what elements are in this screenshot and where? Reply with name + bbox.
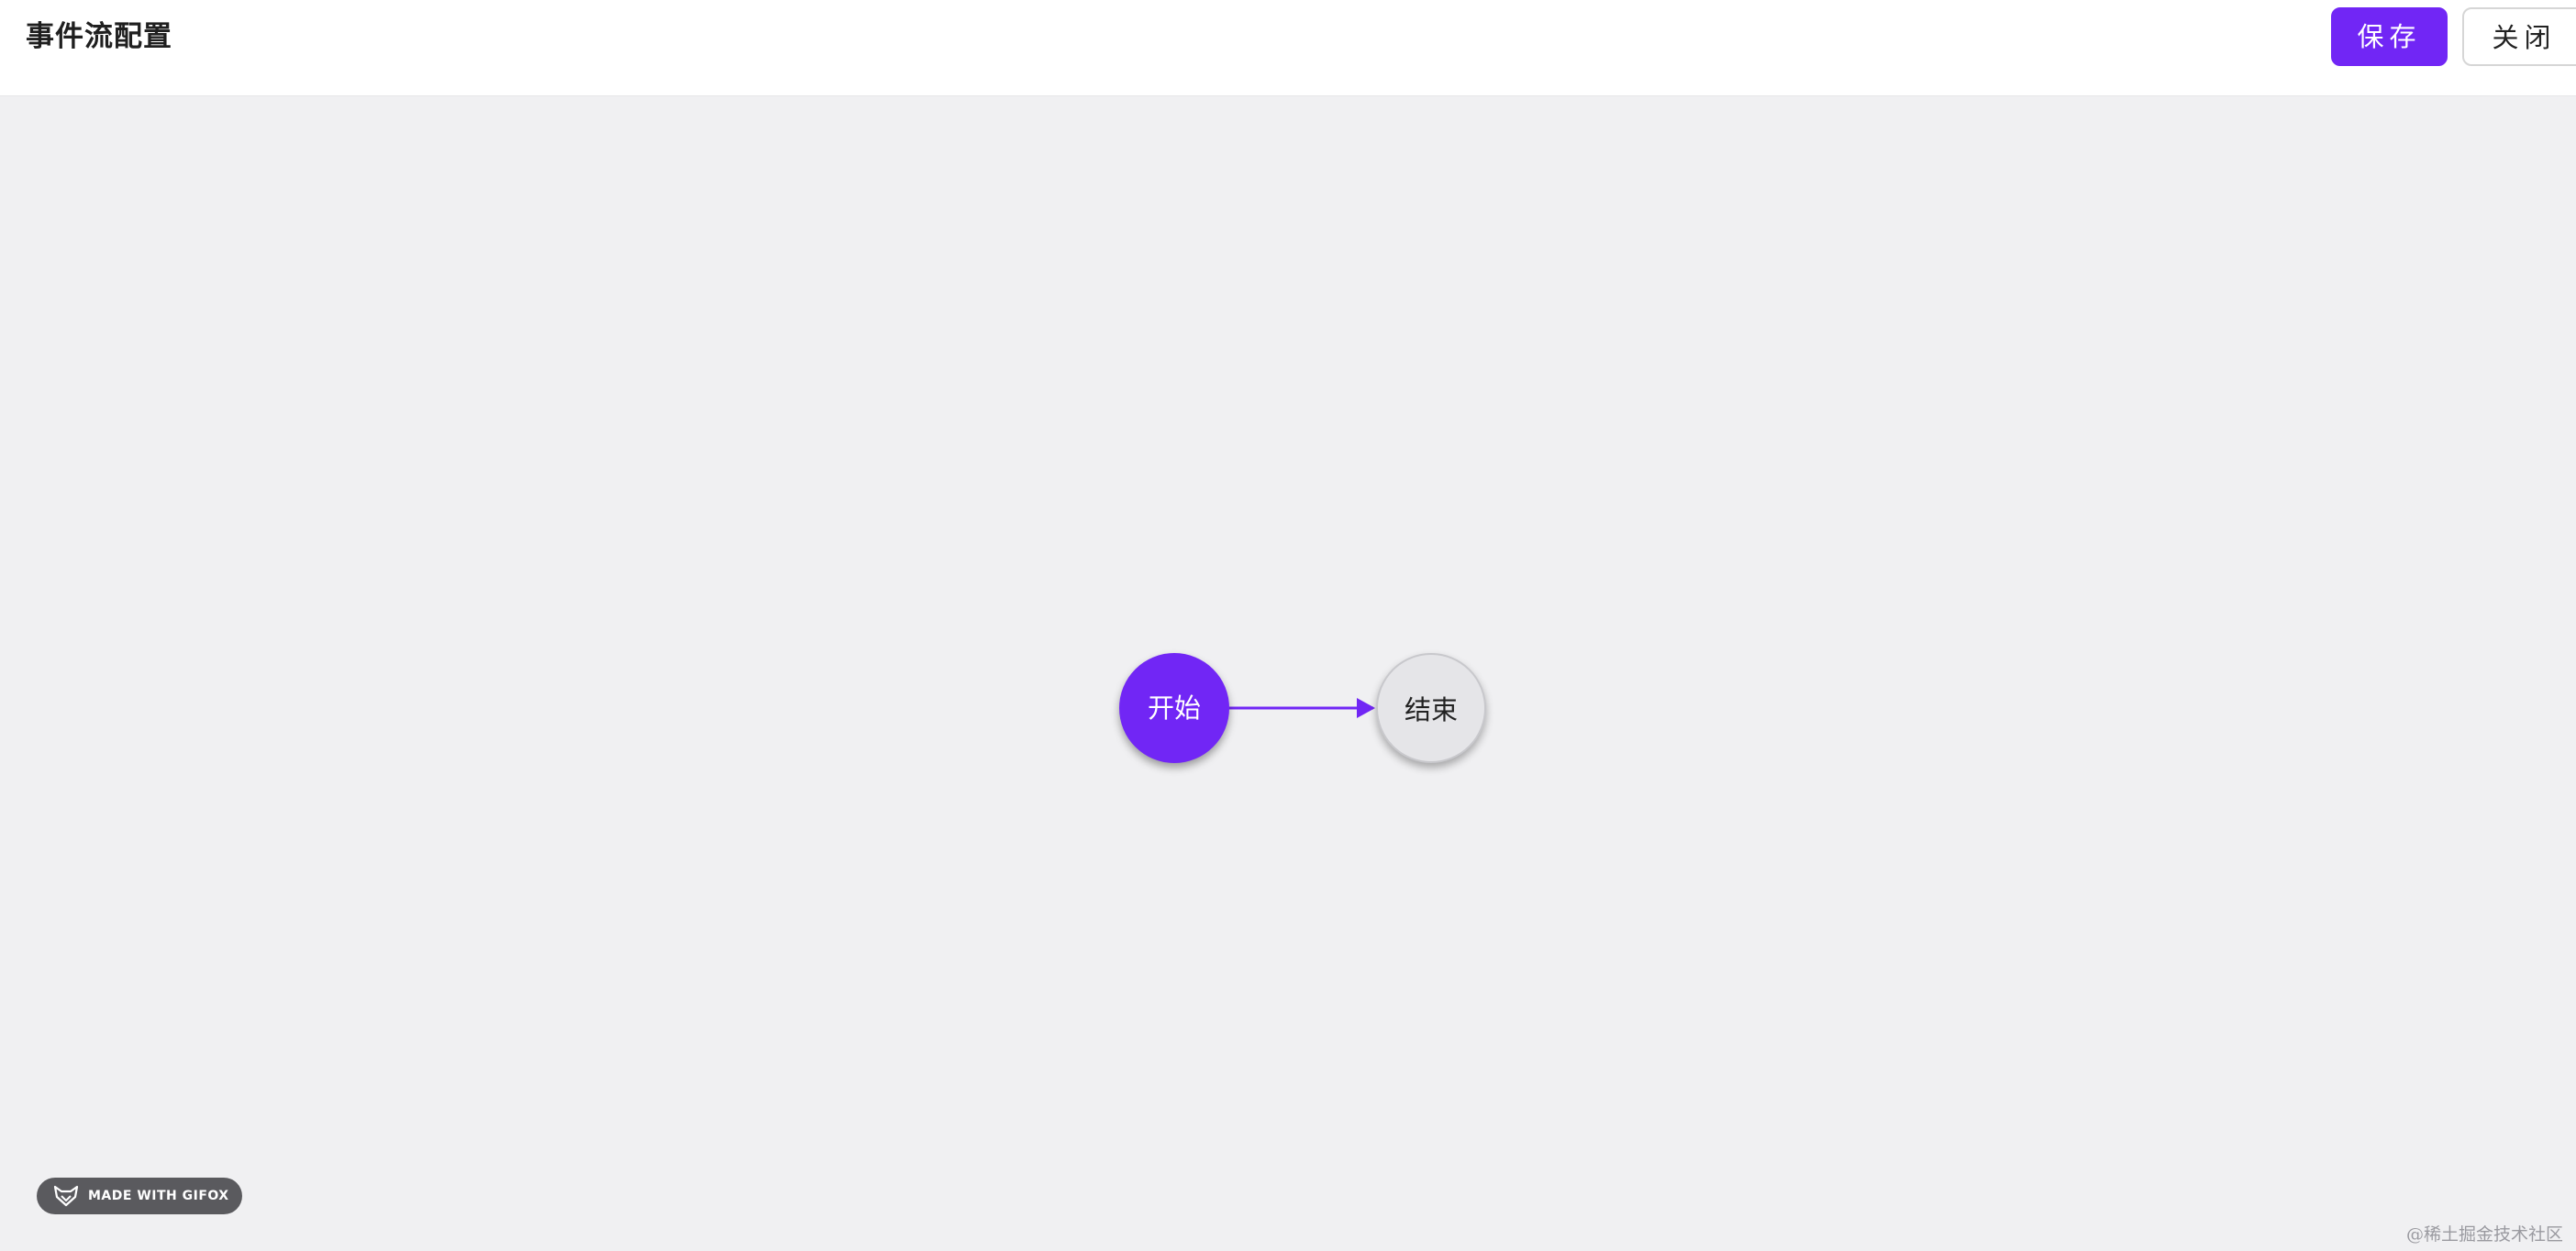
fox-icon <box>53 1185 79 1207</box>
save-button[interactable]: 保存 <box>2331 7 2448 66</box>
header-bar: 事件流配置 保存 关闭 <box>0 0 2576 95</box>
page-title: 事件流配置 <box>26 20 172 53</box>
flow-node-start[interactable]: 开始 <box>1119 653 1229 763</box>
watermark: @稀土掘金技术社区 <box>2405 1224 2563 1245</box>
gifox-badge-label: MADE WITH GIFOX <box>88 1189 229 1203</box>
flow-edges <box>1229 698 1375 718</box>
flow-canvas[interactable]: 开始 结束 <box>0 95 2576 1251</box>
arrow-head-icon <box>1357 698 1375 718</box>
close-button[interactable]: 关闭 <box>2462 7 2576 66</box>
gifox-badge: MADE WITH GIFOX <box>37 1178 242 1214</box>
flow-node-end[interactable]: 结束 <box>1376 653 1486 763</box>
